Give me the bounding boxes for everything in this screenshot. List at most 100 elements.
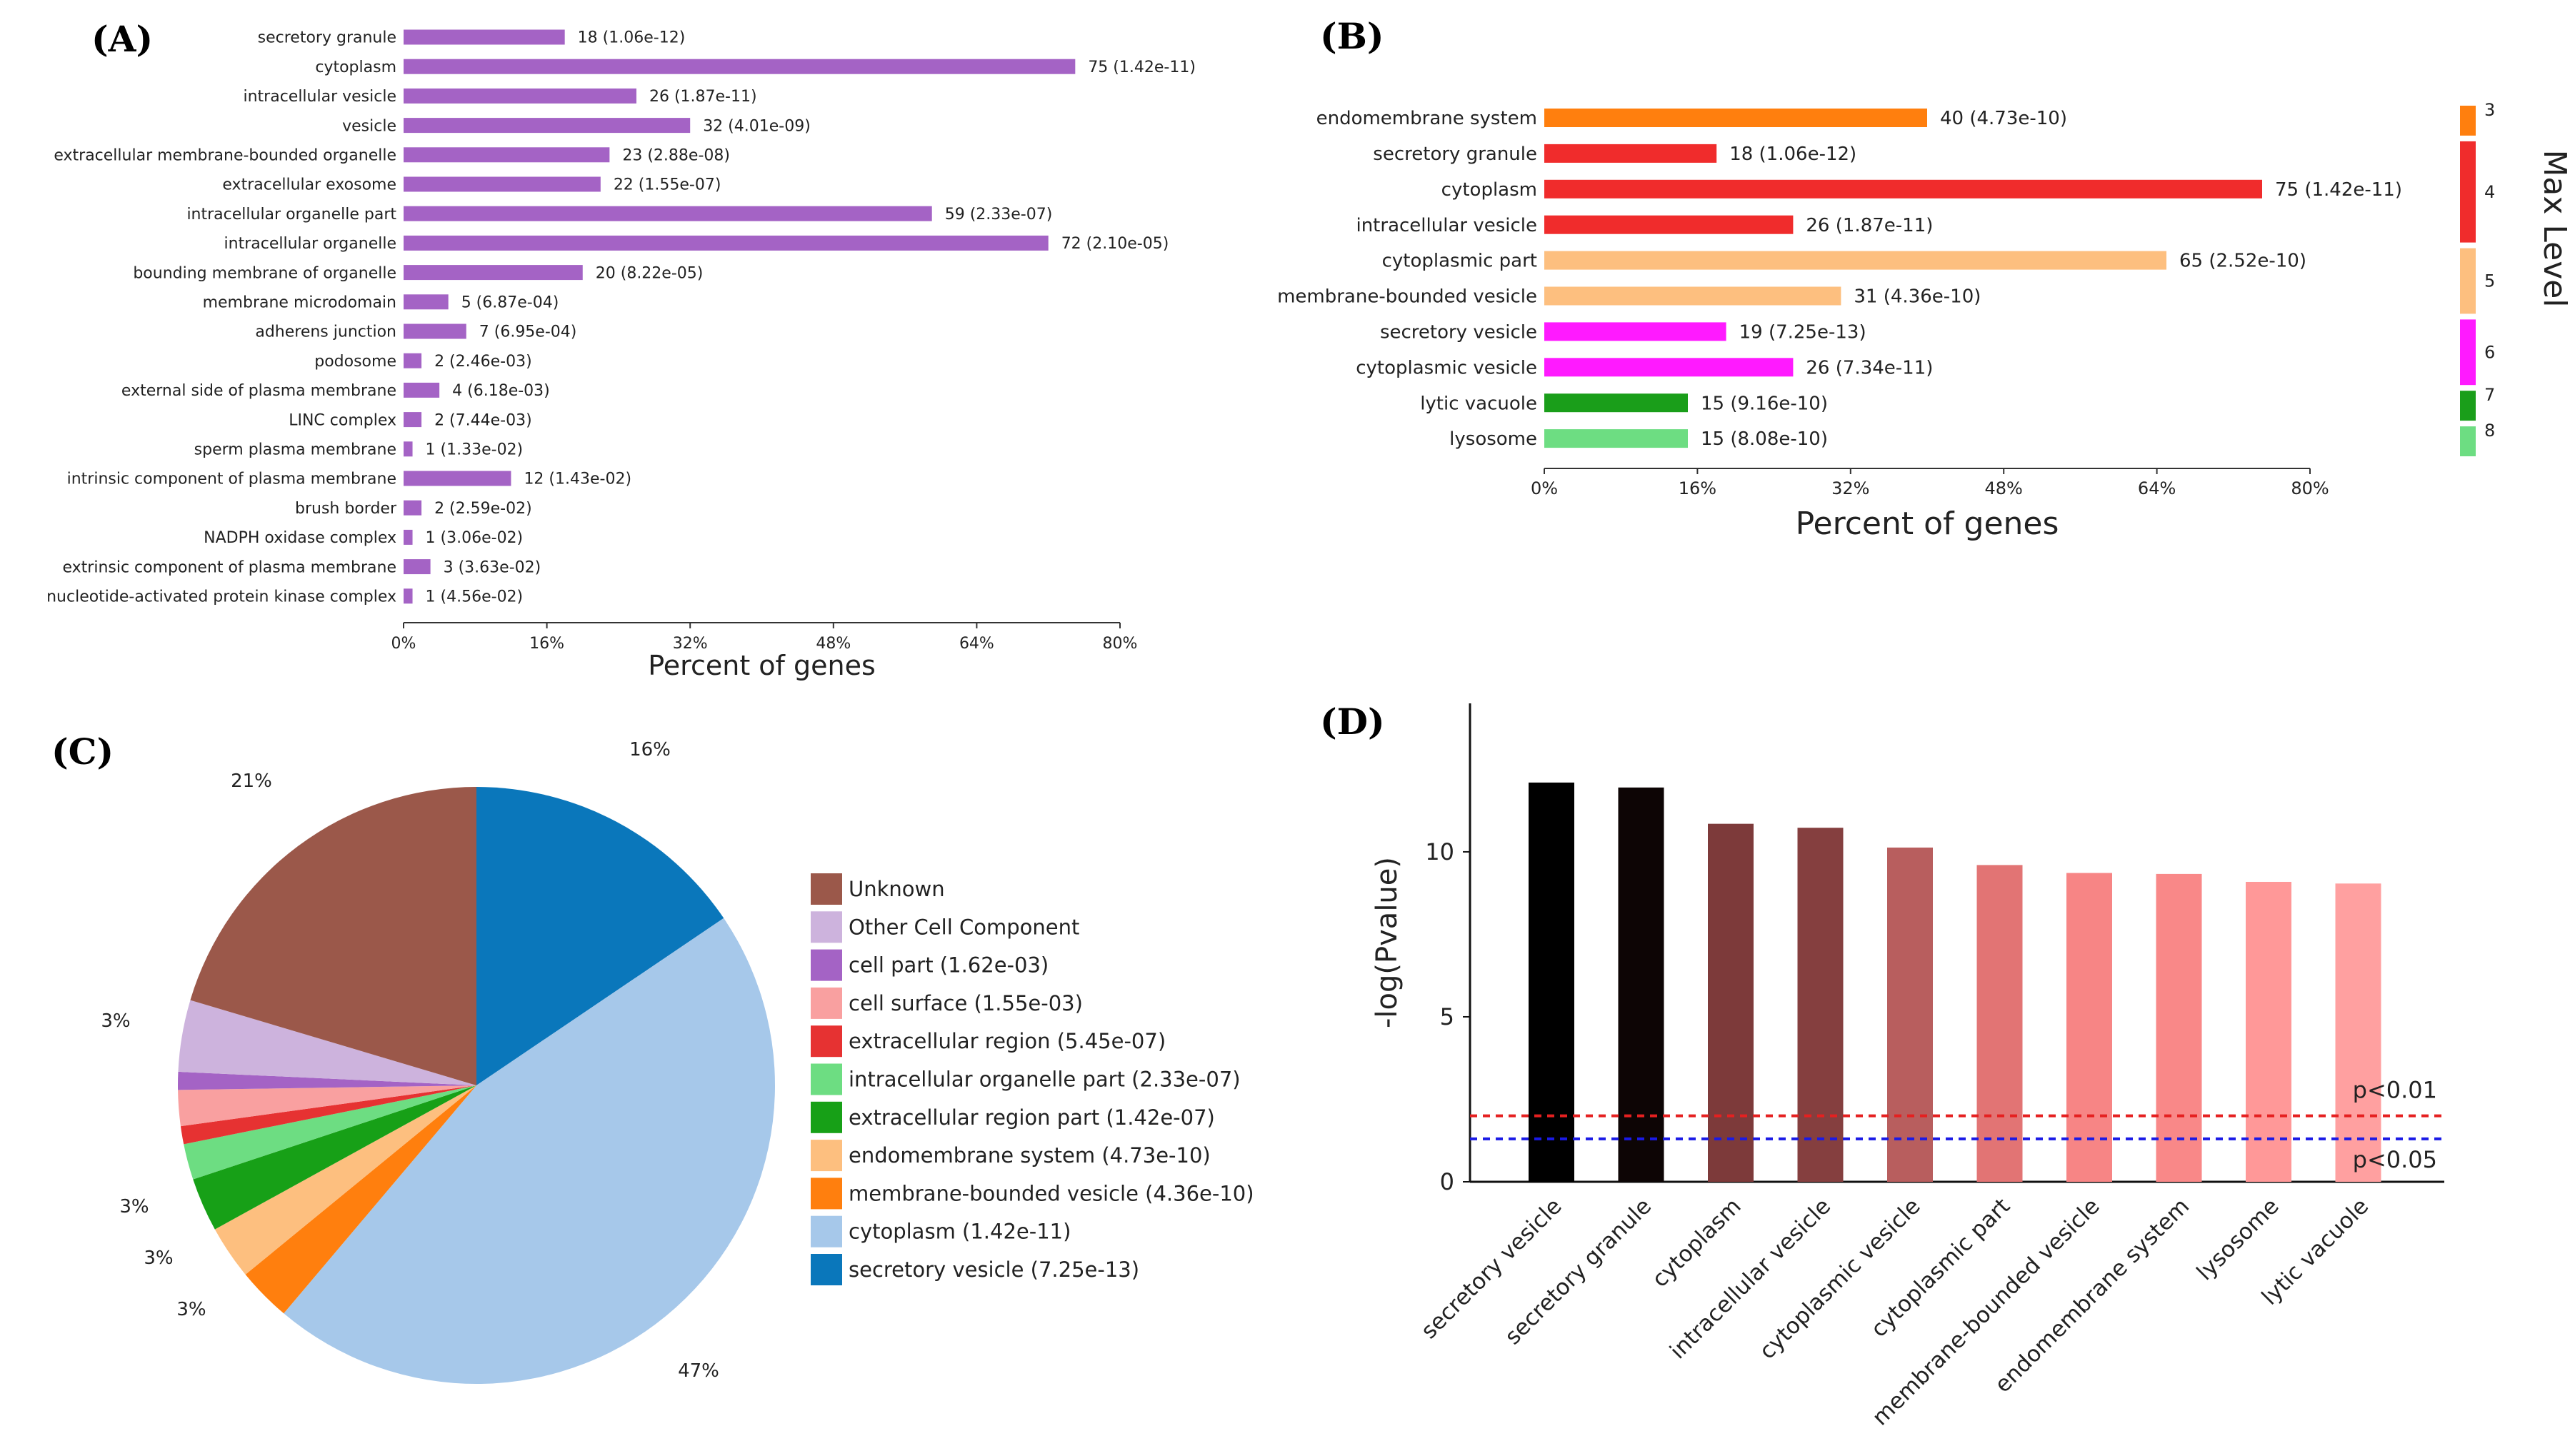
data-label: 2 (2.46e-03) [434, 353, 532, 371]
max-level-value: 3 [2484, 100, 2495, 120]
legend-label: cell part (1.62e-03) [849, 953, 1049, 978]
x-tick-label: 64% [959, 635, 994, 653]
category-label: lytic vacuole [1420, 393, 1537, 414]
legend-swatch [811, 873, 842, 905]
bar [404, 147, 610, 163]
bar [404, 235, 1049, 251]
data-label: 75 (1.42e-11) [2275, 179, 2402, 201]
data-label: 18 (1.06e-12) [578, 29, 686, 47]
data-label: 5 (6.87e-04) [461, 294, 559, 312]
legend-label: cytoplasm (1.42e-11) [849, 1220, 1071, 1244]
max-level-swatch [2460, 426, 2476, 456]
category-label: podosome [314, 353, 396, 371]
max-level-swatch [2460, 391, 2476, 421]
category-label: vesicle [342, 117, 396, 135]
data-label: 23 (2.88e-08) [622, 147, 730, 165]
category-label: nucleotide-activated protein kinase comp… [46, 588, 396, 606]
data-label: 59 (2.33e-07) [945, 206, 1053, 224]
pie-slice [178, 1000, 477, 1085]
data-label: 22 (1.55e-07) [614, 176, 721, 194]
category-label: intracellular vesicle [243, 88, 396, 106]
max-level-value: 5 [2484, 271, 2495, 291]
bar [1976, 865, 2023, 1182]
bar [1887, 847, 1933, 1182]
pie-percent-label: 16% [629, 739, 671, 760]
x-tick-label: 64% [2138, 478, 2176, 498]
bar [1544, 109, 1927, 127]
pie-slice [180, 1085, 477, 1145]
category-label: intrinsic component of plasma membrane [67, 471, 396, 488]
data-label: 1 (1.33e-02) [426, 441, 524, 459]
legend-label: secretory vesicle (7.25e-13) [849, 1257, 1139, 1282]
pie-slice [214, 1085, 476, 1275]
max-level-swatch [2460, 106, 2476, 136]
max-level-title: Max Level [2536, 149, 2570, 307]
bar [1544, 144, 1717, 163]
data-label: 1 (4.56e-02) [426, 588, 524, 606]
legend-label: Other Cell Component [849, 915, 1079, 939]
category-label: cytoplasm [1647, 1193, 1746, 1292]
bar [1544, 393, 1688, 413]
bar [404, 559, 431, 575]
data-label: 7 (6.95e-04) [479, 323, 577, 341]
legend-swatch [811, 1254, 842, 1285]
legend-label: extracellular region (5.45e-07) [849, 1029, 1166, 1053]
bar [1544, 286, 1841, 306]
x-tick-label: 48% [1985, 478, 2023, 498]
category-label: sperm plasma membrane [194, 441, 396, 459]
bar [2246, 881, 2291, 1182]
data-label: 65 (2.52e-10) [2179, 251, 2306, 272]
pie-slice [476, 787, 724, 1085]
data-label: 12 (1.43e-02) [524, 471, 631, 488]
category-label: lysosome [1449, 428, 1537, 450]
data-label: 26 (7.34e-11) [1806, 357, 1933, 378]
pie-percent-label: 47% [678, 1360, 719, 1382]
max-level-value: 4 [2484, 182, 2495, 202]
x-tick-label: 16% [529, 635, 564, 653]
x-tick-label: 80% [1103, 635, 1138, 653]
threshold-label: p<0.01 [2353, 1077, 2437, 1104]
bar [1544, 251, 2166, 270]
bar [404, 118, 691, 134]
pie-slice [184, 1085, 476, 1180]
category-label: lysosome [2192, 1193, 2284, 1285]
bar [1544, 179, 2262, 199]
x-axis-title: Percent of genes [648, 650, 876, 681]
max-level-swatch [2460, 141, 2476, 243]
bar [1797, 828, 1844, 1182]
pie-slice [177, 1071, 476, 1090]
legend-label: Unknown [849, 877, 945, 901]
data-label: 26 (1.87e-11) [1806, 215, 1933, 236]
legend-swatch [811, 1025, 842, 1058]
category-label: extracellular exosome [222, 176, 396, 194]
bar [404, 294, 449, 310]
legend-swatch [811, 949, 842, 981]
bar [404, 59, 1076, 74]
legend-swatch [811, 987, 842, 1019]
max-level-value: 6 [2484, 342, 2495, 362]
category-label: secretory granule [258, 29, 396, 47]
x-tick-label: 0% [1531, 478, 1558, 498]
x-tick-label: 0% [391, 635, 416, 653]
x-tick-label: 48% [816, 635, 851, 653]
bar [1544, 322, 1726, 341]
category-label: cytoplasmic vesicle [1754, 1193, 1925, 1364]
category-label: cytoplasmic part [1382, 251, 1537, 272]
bar [1618, 787, 1664, 1182]
y-tick-label: 5 [1440, 1003, 1454, 1030]
category-label: extracellular membrane-bounded organelle [54, 147, 396, 165]
category-label: cytoplasm [315, 59, 396, 76]
legend-swatch [811, 1063, 842, 1095]
max-level-value: 8 [2484, 421, 2495, 441]
bar [404, 265, 583, 281]
data-label: 75 (1.42e-11) [1088, 59, 1196, 76]
pie-percent-label: 21% [231, 770, 272, 792]
pie-slice [193, 1085, 476, 1230]
bar [404, 88, 636, 104]
category-label: bounding membrane of organelle [133, 264, 396, 282]
data-label: 15 (9.16e-10) [1701, 393, 1828, 414]
category-label: external side of plasma membrane [121, 382, 396, 400]
category-label: secretory granule [1373, 144, 1537, 165]
threshold-label: p<0.05 [2353, 1146, 2437, 1173]
